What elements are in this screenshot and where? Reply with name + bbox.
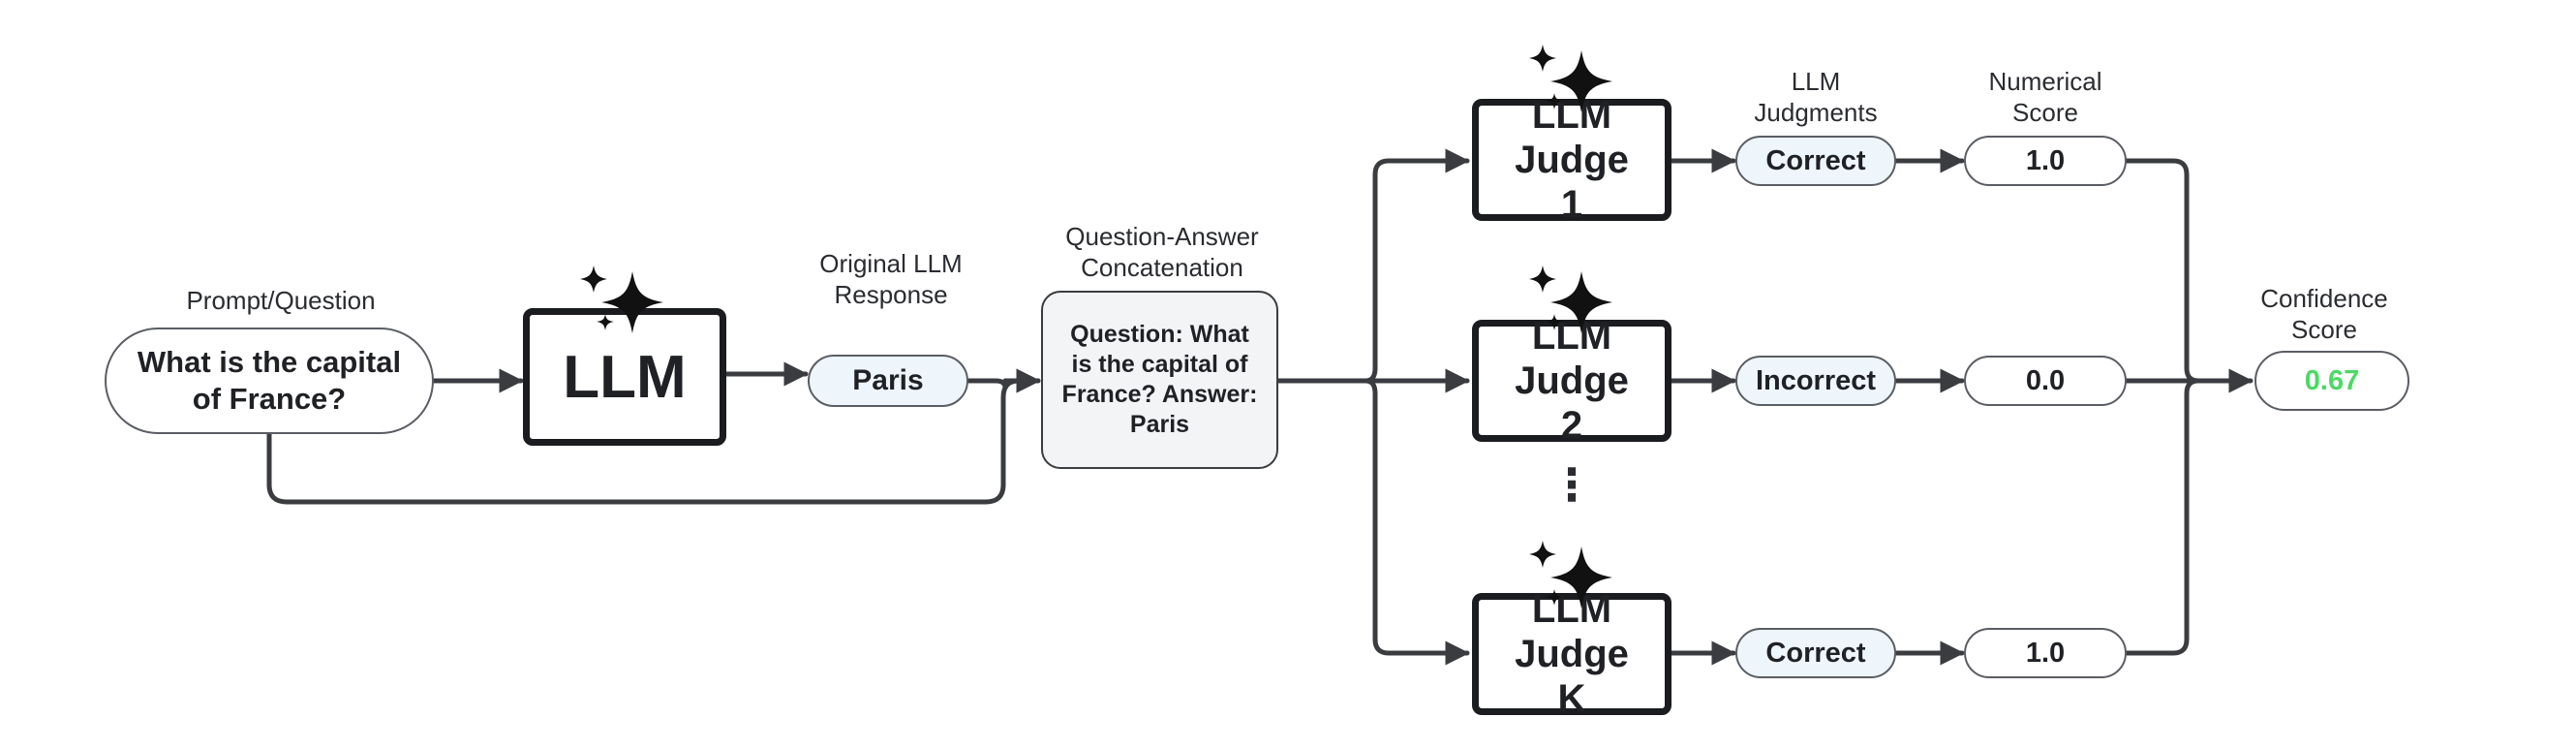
response-text: Paris	[852, 364, 924, 396]
concat-text: Question: What is the capital of France?…	[1061, 321, 1258, 438]
confidence-box: 0.67	[2254, 351, 2409, 411]
question-caption: Prompt/Question	[186, 286, 376, 315]
scores-caption: Numerical Score	[1988, 67, 2102, 127]
confidence-caption: Confidence Score	[2260, 284, 2388, 344]
connector-score1-merge	[2124, 158, 2201, 384]
arrow-to-judge-1	[1363, 148, 1470, 384]
judge-1-label: LLM Judge 1	[1515, 94, 1629, 226]
judge-2-label: LLM Judge 2	[1515, 315, 1629, 447]
score-2-text: 0.0	[2025, 364, 2066, 396]
connector-scorek-merge	[2124, 378, 2201, 656]
judgment-1-box: Correct	[1735, 136, 1896, 186]
judgment-1-text: Correct	[1765, 144, 1866, 176]
judge-1-box: LLM Judge 1	[1472, 94, 1671, 226]
response-box: Paris	[808, 355, 968, 407]
confidence-value: 0.67	[2304, 364, 2360, 396]
judgment-2-text: Incorrect	[1755, 364, 1877, 396]
judges-ellipsis: ⋮	[1549, 459, 1594, 510]
judge-k-label: LLM Judge K	[1515, 588, 1629, 720]
sparkle-icon	[580, 265, 663, 333]
judgments-caption: LLM Judgments	[1754, 67, 1878, 127]
arrow-to-judge-k	[1363, 378, 1470, 666]
judge-2-box: LLM Judge 2	[1472, 315, 1671, 447]
concat-caption: Question-Answer Concatenation	[1065, 222, 1259, 282]
score-1-text: 1.0	[2025, 144, 2066, 176]
question-text: What is the capital of France?	[137, 345, 402, 416]
question-box: What is the capital of France?	[105, 328, 434, 434]
judgment-2-box: Incorrect	[1735, 356, 1896, 406]
judgment-k-text: Correct	[1765, 637, 1866, 669]
llm-label: LLM	[563, 343, 687, 411]
sparkle-icon	[1529, 45, 1612, 112]
concat-box: Question: What is the capital of France?…	[1041, 291, 1278, 469]
score-k-box: 1.0	[1964, 628, 2127, 678]
score-k-text: 1.0	[2025, 637, 2066, 669]
response-caption: Original LLM Response	[819, 249, 963, 309]
judgment-k-box: Correct	[1735, 628, 1896, 678]
judge-k-box: LLM Judge K	[1472, 588, 1671, 720]
sparkle-icon	[1529, 265, 1612, 333]
sparkle-icon	[1529, 541, 1612, 609]
arrow-question-bypass	[266, 368, 1041, 505]
score-2-box: 0.0	[1964, 356, 2127, 406]
score-1-box: 1.0	[1964, 136, 2127, 186]
